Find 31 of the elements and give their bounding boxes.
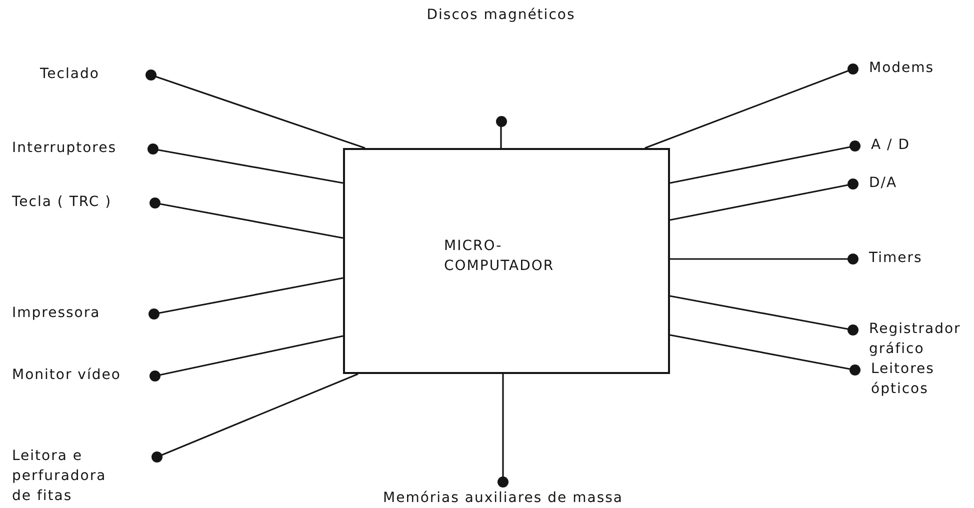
device-label: Registrador gráfico	[869, 320, 962, 359]
process-box	[343, 148, 670, 374]
device-label: Teclado	[40, 65, 100, 84]
connector-line	[148, 277, 344, 320]
device-label: Monitor vídeo	[12, 366, 121, 385]
device-label: Impressora	[12, 304, 100, 323]
device-label: Tecla ( TRC )	[12, 193, 112, 212]
connector-line	[670, 254, 858, 264]
connector-line	[150, 335, 344, 382]
connector-line	[148, 144, 344, 184]
terminal-dot	[496, 116, 506, 126]
device-label: A / D	[871, 136, 911, 155]
device-label: Interruptores	[12, 139, 117, 158]
device-label: Memórias auxiliares de massa	[383, 489, 623, 508]
connector-line	[670, 140, 860, 184]
connector-line	[670, 334, 860, 376]
connector-line	[152, 373, 358, 462]
connector-line	[498, 374, 508, 488]
connector-line	[500, 126, 502, 148]
device-label: D/A	[869, 174, 898, 193]
connector-line	[644, 64, 858, 149]
device-label: Timers	[869, 249, 924, 268]
connector-line	[670, 295, 858, 336]
connector-line	[670, 178, 858, 221]
connector-line	[150, 198, 344, 239]
box-label: MICRO- COMPUTADOR	[444, 237, 556, 276]
connector-line	[146, 70, 366, 149]
device-label: Discos magnéticos	[426, 6, 576, 25]
device-label: Leitores ópticos	[871, 360, 936, 399]
device-label: Modems	[869, 59, 936, 78]
device-label: Leitora e perfuradora de fitas	[12, 447, 108, 506]
